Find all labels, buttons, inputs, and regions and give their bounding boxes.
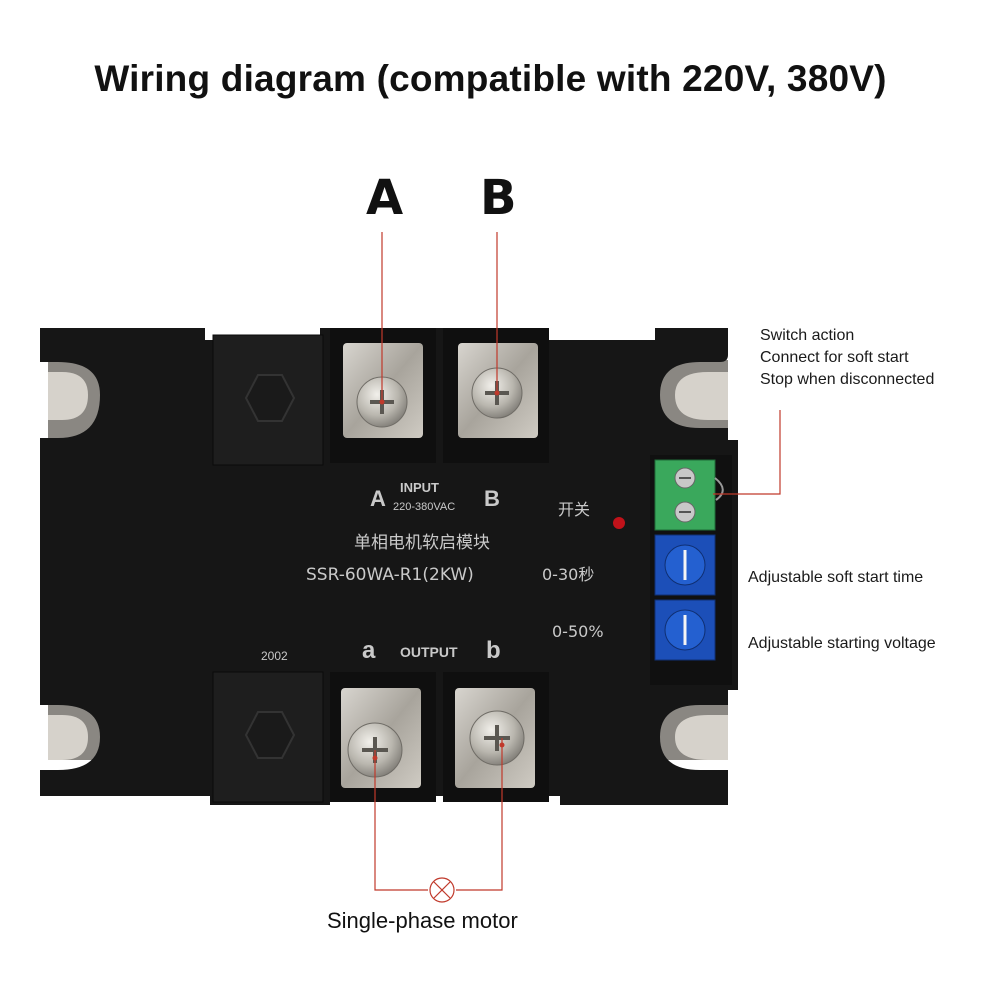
input-title: INPUT <box>400 480 439 495</box>
switch-note: Switch action Connect for soft start Sto… <box>760 325 934 391</box>
output-title: OUTPUT <box>400 644 458 660</box>
switch-note-line: Connect for soft start <box>760 349 909 366</box>
lead-lines <box>374 232 781 891</box>
input-terminal-b <box>443 328 549 463</box>
voltage-range-label: 0-50% <box>552 622 604 641</box>
page-title: Wiring diagram (compatible with 220V, 38… <box>94 58 887 99</box>
switch-cn-label: 开关 <box>558 500 590 519</box>
switch-terminal-block[interactable] <box>654 459 724 531</box>
hex-bolt-top <box>212 334 324 466</box>
input-b-text: B <box>484 486 500 511</box>
output-a-text: a <box>362 637 376 664</box>
input-a-text: A <box>370 486 386 511</box>
module-name-cn: 单相电机软启模块 <box>354 533 490 553</box>
soft-start-time-label: Adjustable soft start time <box>748 569 924 586</box>
input-range: 220-380VAC <box>393 501 455 513</box>
starting-voltage-knob[interactable] <box>654 599 716 661</box>
terminal-b-label: B <box>480 170 517 226</box>
time-range-label: 0-30秒 <box>542 565 594 584</box>
output-b-text: b <box>486 637 501 664</box>
output-terminal-b <box>443 672 549 802</box>
starting-voltage-label: Adjustable starting voltage <box>748 635 936 652</box>
motor-label: Single-phase motor <box>327 908 518 933</box>
switch-note-line: Switch action <box>760 327 855 344</box>
input-terminal-a <box>330 328 436 463</box>
module-code: 2002 <box>261 649 288 663</box>
output-terminal-a <box>330 672 436 802</box>
status-led <box>613 517 625 529</box>
terminal-a-label: A <box>366 170 404 226</box>
module-model: SSR-60WA-R1(2KW) <box>306 565 474 585</box>
soft-start-time-knob[interactable] <box>654 534 716 596</box>
hex-bolt-bottom <box>212 671 324 803</box>
motor-symbol-icon <box>429 877 455 903</box>
switch-note-line: Stop when disconnected <box>760 371 935 388</box>
